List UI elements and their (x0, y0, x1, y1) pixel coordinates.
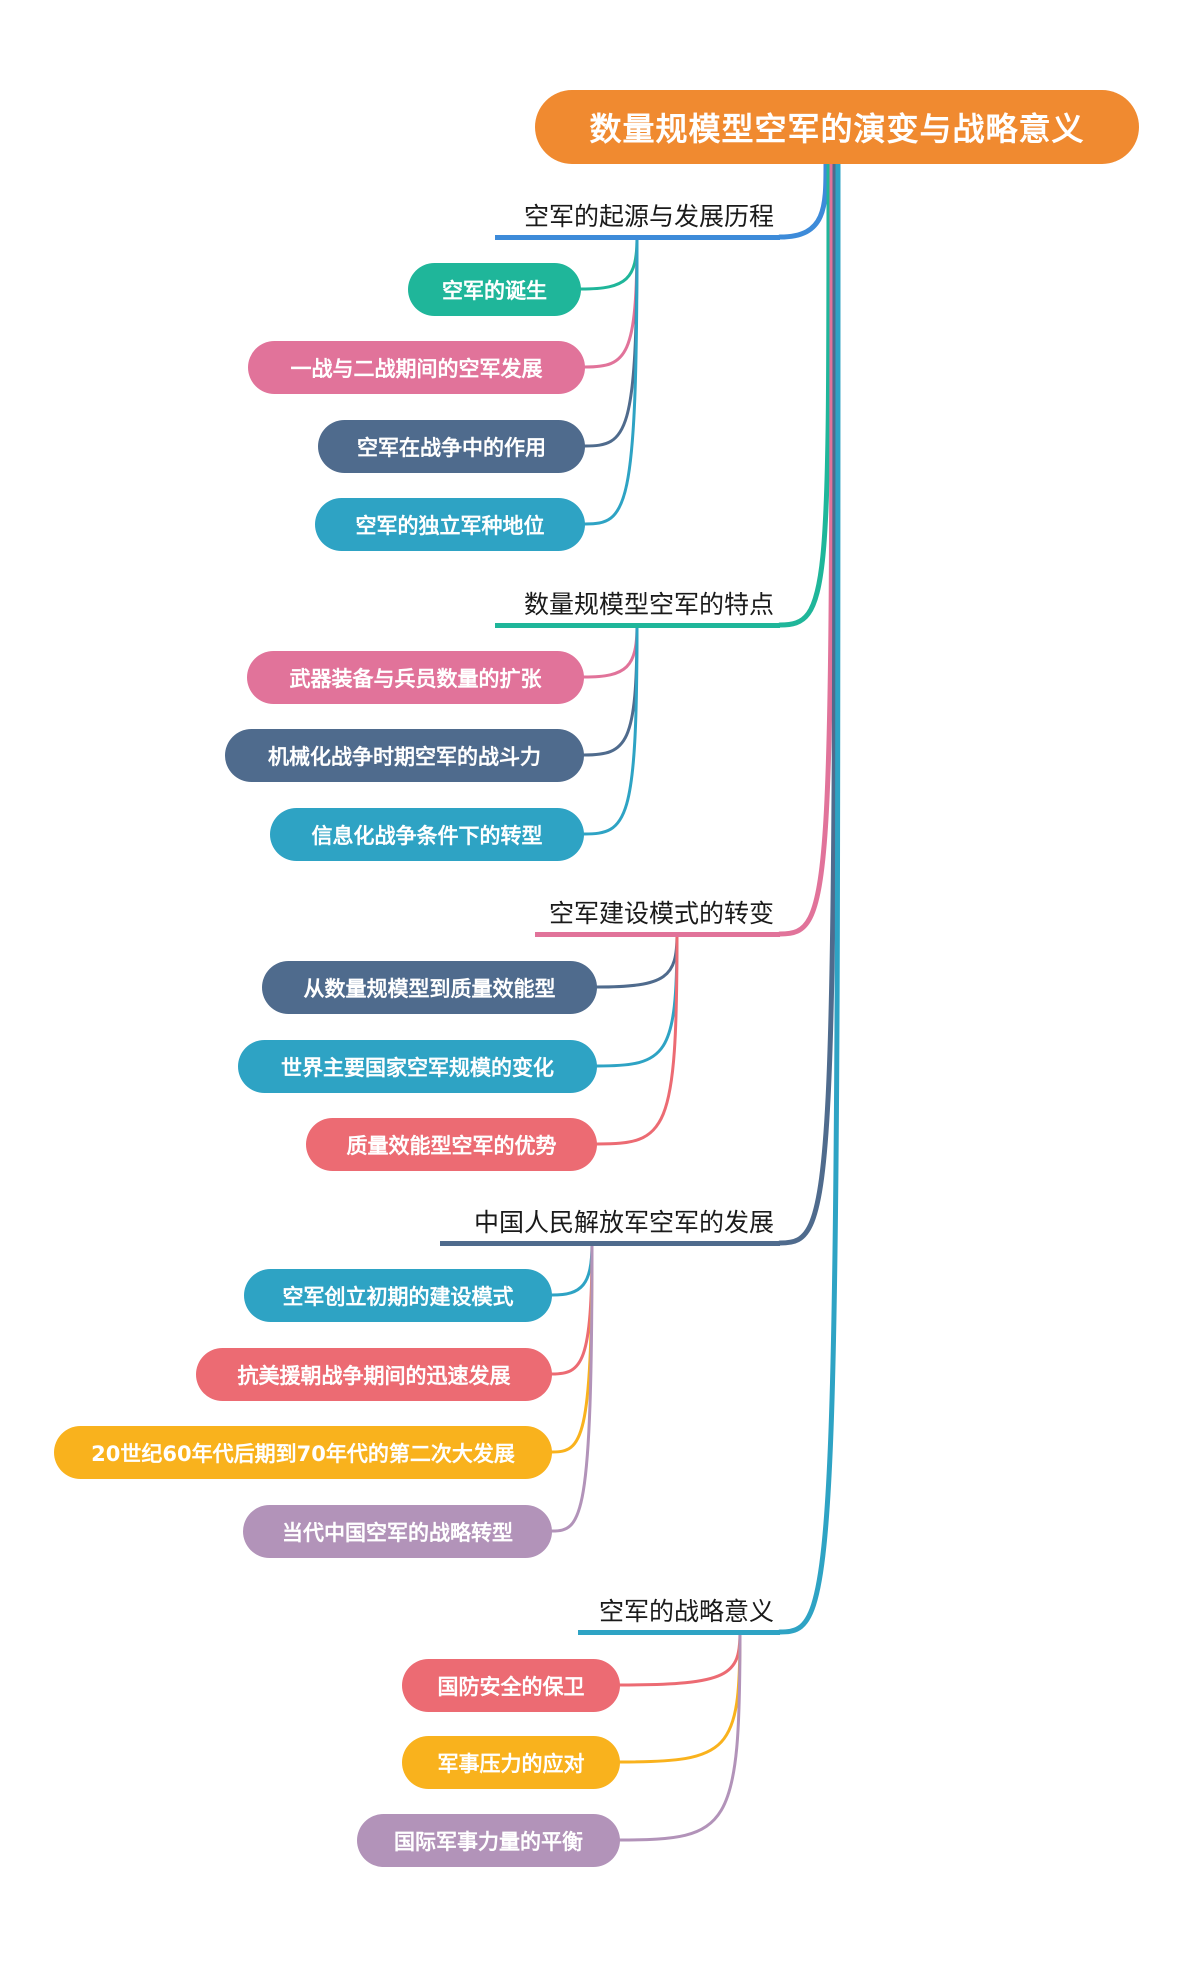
branch-to-leaf-connector (595, 932, 679, 1068)
leaf-topic-label: 从数量规模型到质量效能型 (303, 976, 556, 1001)
branch-underline (495, 235, 780, 240)
branch-to-leaf-connector (550, 1241, 594, 1533)
leaf-topic-label: 一战与二战期间的空军发展 (290, 356, 543, 381)
root-to-branch-connector (777, 161, 832, 628)
leaf-topic-label: 国际军事力量的平衡 (394, 1829, 583, 1854)
branch-to-leaf-connector (579, 235, 639, 291)
leaf-topic: 一战与二战期间的空军发展 (248, 341, 585, 394)
leaf-topic-label: 空军在战争中的作用 (357, 435, 546, 460)
branch-to-leaf-connector (583, 235, 639, 369)
leaf-topic: 武器装备与兵员数量的扩张 (247, 651, 584, 704)
leaf-topic-label: 空军创立初期的建设模式 (282, 1284, 514, 1309)
leaf-topic-label: 信息化战争条件下的转型 (311, 823, 543, 848)
leaf-topic: 空军的诞生 (408, 263, 581, 316)
leaf-topic: 国际军事力量的平衡 (357, 1814, 620, 1867)
branch-topic-label: 空军建设模式的转变 (548, 899, 774, 928)
leaf-topic: 空军在战争中的作用 (318, 420, 585, 473)
leaf-topic: 质量效能型空军的优势 (306, 1118, 597, 1171)
branch-topic: 空军的战略意义 (578, 1588, 780, 1632)
branch-to-leaf-connector (582, 623, 639, 836)
leaf-topic: 从数量规模型到质量效能型 (262, 961, 597, 1014)
leaf-topic-label: 当代中国空军的战略转型 (282, 1520, 513, 1545)
branch-topic: 数量规模型空军的特点 (495, 581, 780, 625)
leaf-topic-label: 军事压力的应对 (437, 1751, 585, 1776)
leaf-topic: 当代中国空军的战略转型 (243, 1505, 552, 1558)
leaf-topic: 信息化战争条件下的转型 (270, 808, 584, 861)
branch-underline (578, 1630, 780, 1635)
leaf-topic-label: 机械化战争时期空军的战斗力 (268, 744, 541, 769)
branch-to-leaf-connector (618, 1630, 742, 1764)
leaf-topic: 抗美援朝战争期间的迅速发展 (196, 1348, 552, 1401)
leaf-topic-label: 抗美援朝战争期间的迅速发展 (237, 1363, 511, 1388)
root-topic-label: 数量规模型空军的演变与战略意义 (589, 110, 1085, 148)
leaf-topic: 军事压力的应对 (402, 1736, 620, 1789)
root-to-branch-connector (777, 161, 829, 240)
root-to-branch-connector (777, 161, 835, 937)
branch-topic-label: 数量规模型空军的特点 (523, 590, 774, 619)
branch-to-leaf-connector (583, 235, 639, 526)
branch-topic: 空军建设模式的转变 (535, 890, 780, 934)
branch-to-leaf-connector (618, 1630, 742, 1687)
leaf-topic: 机械化战争时期空军的战斗力 (225, 729, 584, 782)
leaf-topic: 空军的独立军种地位 (315, 498, 585, 551)
branch-topic-label: 空军的战略意义 (598, 1597, 774, 1626)
branch-topic-label: 空军的起源与发展历程 (523, 202, 774, 231)
branch-underline (535, 932, 780, 937)
branch-to-leaf-connector (582, 623, 639, 757)
root-topic: 数量规模型空军的演变与战略意义 (535, 90, 1139, 164)
branch-to-leaf-connector (595, 932, 679, 1146)
branch-to-leaf-connector (550, 1241, 594, 1297)
root-to-branch-connector (777, 161, 838, 1246)
branch-to-leaf-connector (618, 1630, 742, 1842)
branch-topic: 中国人民解放军空军的发展 (440, 1199, 780, 1243)
branch-topic-label: 中国人民解放军空军的发展 (473, 1208, 774, 1237)
branch-underline (495, 623, 780, 628)
leaf-topic-label: 世界主要国家空军规模的变化 (281, 1055, 554, 1080)
leaf-topic: 20世纪60年代后期到70年代的第二次大发展 (54, 1426, 552, 1479)
branch-to-leaf-connector (550, 1241, 594, 1376)
leaf-topic: 空军创立初期的建设模式 (244, 1269, 552, 1322)
branch-topic: 空军的起源与发展历程 (495, 193, 780, 237)
leaf-topic-label: 20世纪60年代后期到70年代的第二次大发展 (91, 1441, 515, 1466)
branch-underline (440, 1241, 780, 1246)
leaf-topic: 世界主要国家空军规模的变化 (238, 1040, 597, 1093)
leaf-topic: 国防安全的保卫 (402, 1659, 620, 1712)
leaf-topic-label: 武器装备与兵员数量的扩张 (289, 666, 542, 691)
leaf-topic-label: 国防安全的保卫 (437, 1674, 585, 1699)
leaf-topic-label: 空军的诞生 (442, 278, 547, 303)
branch-to-leaf-connector (582, 623, 639, 679)
leaf-topic-label: 空军的独立军种地位 (355, 513, 545, 538)
branch-to-leaf-connector (595, 932, 679, 989)
root-to-branch-connector (777, 161, 841, 1635)
leaf-topic-label: 质量效能型空军的优势 (346, 1133, 557, 1158)
